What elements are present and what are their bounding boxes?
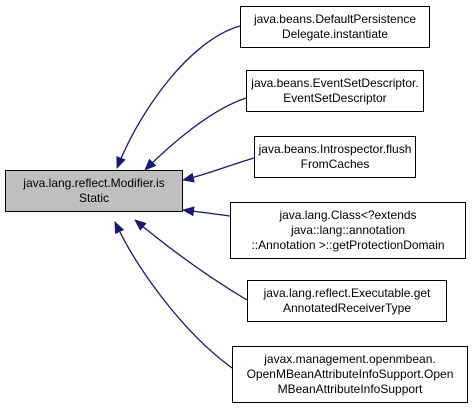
edge-openmbean xyxy=(114,221,233,369)
node-executable-getannotatedreceivertype[interactable]: java.lang.reflect.Executable.get Annotat… xyxy=(247,280,447,322)
node-openmbeanattributeinfosupport[interactable]: javax.management.openmbean. OpenMBeanAtt… xyxy=(232,346,468,403)
edge-class-protectiondomain xyxy=(182,206,231,217)
focus-node-line-2: Static xyxy=(78,191,109,205)
node-line: AnnotatedReceiverType xyxy=(282,301,412,315)
node-line: java::lang::annotation xyxy=(290,223,406,237)
node-line: javax.management.openmbean. xyxy=(264,352,436,366)
node-line: java.beans.DefaultPersistence xyxy=(253,12,417,26)
focus-node-modifier-isstatic[interactable]: java.lang.reflect.Modifier.is Static xyxy=(5,170,183,212)
node-line: EventSetDescriptor xyxy=(283,91,387,105)
edge-introspector xyxy=(182,157,255,183)
edge-defaultpersistence xyxy=(116,25,241,169)
node-line: java.beans.Introspector.flush xyxy=(258,142,412,156)
node-line: Delegate.instantiate xyxy=(281,27,389,41)
node-line: ::Annotation >::getProtectionDomain xyxy=(251,238,445,252)
edge-eventsetdescriptor xyxy=(144,97,247,171)
node-line: OpenMBeanAttributeInfoSupport.Open xyxy=(246,367,454,381)
node-class-getprotectiondomain[interactable]: java.lang.Class<?extends java::lang::ann… xyxy=(230,202,466,259)
node-line: MBeanAttributeInfoSupport xyxy=(277,382,423,396)
node-eventsetdescriptor[interactable]: java.beans.EventSetDescriptor. EventSetD… xyxy=(246,70,424,112)
edge-executable xyxy=(134,219,248,301)
node-line: FromCaches xyxy=(300,157,370,171)
node-line: java.lang.reflect.Executable.get xyxy=(263,286,431,300)
node-introspector-flushfromcaches[interactable]: java.beans.Introspector.flush FromCaches xyxy=(254,136,416,178)
node-line: java.beans.EventSetDescriptor. xyxy=(251,76,419,90)
focus-node-line-1: java.lang.reflect.Modifier.is xyxy=(23,176,165,190)
node-defaultpersistencedelegate-instantiate[interactable]: java.beans.DefaultPersistence Delegate.i… xyxy=(240,6,430,48)
node-line: java.lang.Class<?extends xyxy=(279,208,417,222)
